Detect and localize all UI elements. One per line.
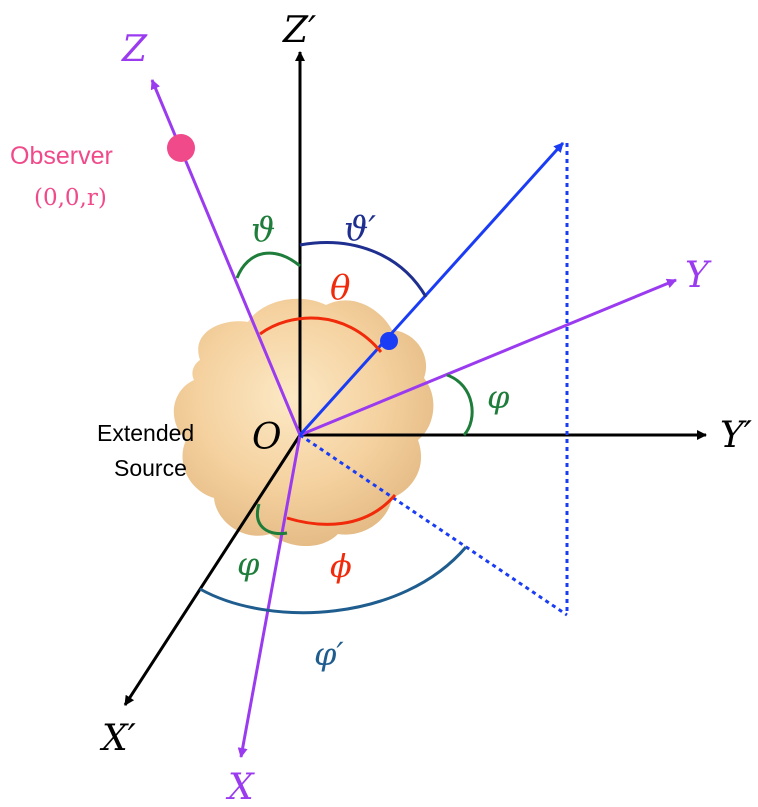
observer-coords-label: (0,0,r)	[34, 185, 107, 211]
vartheta-prime-label: ϑ′	[344, 209, 376, 249]
projection-ground-line	[299, 433, 568, 617]
varphi-prime-label: φ′	[314, 635, 344, 673]
source-label-line1: Extended	[97, 420, 194, 446]
vartheta-label: ϑ	[251, 210, 275, 250]
y-prime-label: Y′	[720, 415, 752, 456]
direction-vector	[298, 141, 565, 437]
theta-label: θ	[330, 268, 350, 308]
varphi-label-lower: φ	[237, 545, 260, 583]
z-prime-label: Z′	[282, 10, 316, 51]
phi-arc	[286, 494, 397, 526]
varphi-label-upper: φ	[487, 378, 510, 416]
varphi-prime-arc	[199, 546, 468, 615]
varphi-lower-arc	[256, 503, 288, 536]
x-label: X	[225, 767, 255, 807]
y-axis	[299, 278, 677, 437]
observer-label: Observer	[10, 142, 113, 170]
vartheta-arc	[235, 251, 301, 279]
phi-label: ϕ	[330, 547, 352, 585]
x-prime-label: X′	[99, 718, 136, 759]
x-prime-axis	[123, 434, 302, 706]
origin-label: O	[252, 417, 282, 458]
direction-point	[380, 332, 398, 350]
source-label-line2: Source	[114, 455, 187, 481]
vartheta-prime-arc	[299, 241, 428, 298]
y-label: Y	[685, 255, 712, 296]
observer-point	[167, 134, 195, 162]
x-axis	[237, 434, 302, 758]
varphi-upper-arc	[446, 373, 474, 437]
z-label: Z	[121, 29, 148, 70]
theta-arc	[259, 316, 383, 353]
